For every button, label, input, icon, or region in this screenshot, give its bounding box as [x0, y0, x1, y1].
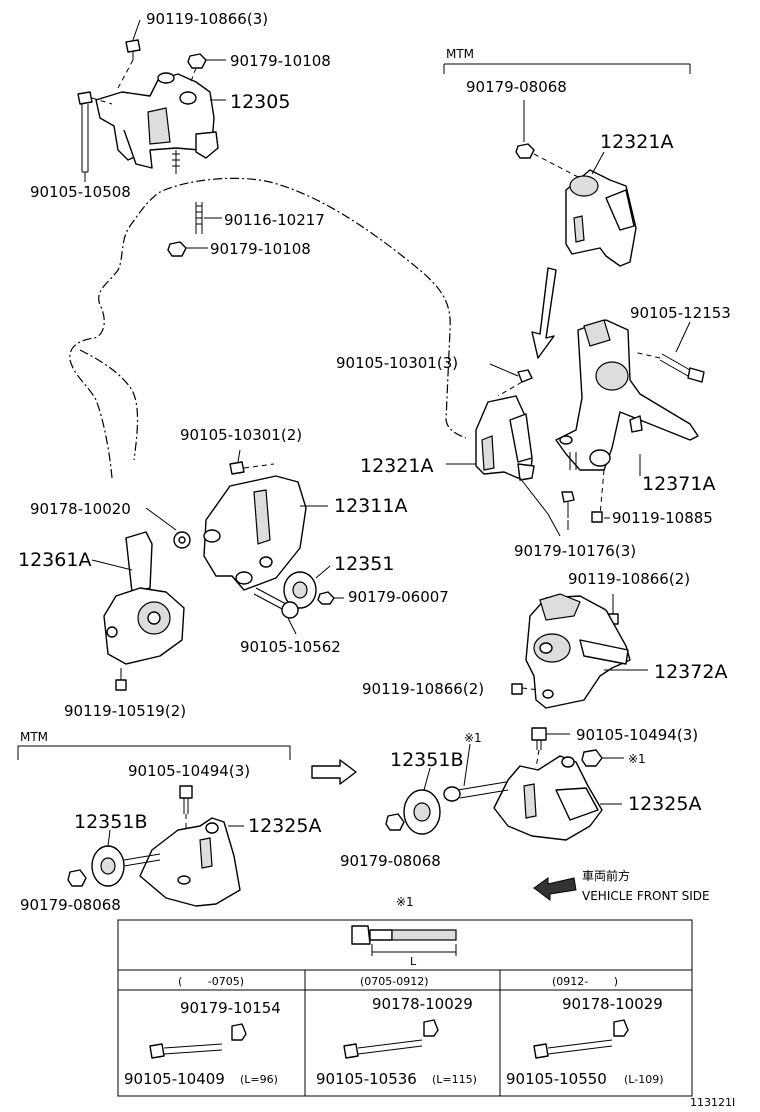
bolt-90119-10866-icon [125, 39, 141, 60]
nut-90179-08068-right-icon [385, 813, 405, 831]
length-label: L [410, 955, 417, 968]
variant-table [117, 919, 693, 1097]
label-90119-10866-2a: 90119-10866(2) [568, 570, 690, 588]
nut-90179-08068-left-icon [67, 869, 87, 887]
cushion-12351B-left [91, 845, 161, 887]
label-90119-10866-2b: 90119-10866(2) [362, 680, 484, 698]
col1-bolt-label: 90105-10409 [124, 1070, 225, 1088]
mount-12305 [95, 72, 219, 174]
label-12305: 12305 [230, 91, 290, 113]
bracket-12371A [555, 319, 699, 471]
label-12372A: 12372A [654, 661, 727, 683]
bolt-90105-10494-left-icon [179, 785, 193, 814]
label-90116-10217: 90116-10217 [224, 211, 325, 229]
label-90105-12153: 90105-12153 [630, 304, 731, 322]
label-90119-10866-3: 90119-10866(3) [146, 10, 268, 28]
label-90179-10176-3: 90179-10176(3) [514, 542, 636, 560]
label-12311A: 12311A [334, 495, 407, 517]
engine-outline [69, 177, 467, 479]
label-90178-10020: 90178-10020 [30, 500, 131, 518]
label-12351: 12351 [334, 553, 394, 575]
label-12321A-mid: 12321A [360, 455, 433, 477]
col2-nut-label: 90178-10029 [372, 995, 473, 1013]
nut-90179-10108-icon [187, 53, 207, 69]
bolt-90119-10866-2b-icon [511, 683, 523, 695]
mount-12361A [103, 531, 185, 665]
nut-90179-06007-icon [317, 591, 335, 605]
stud-90116-10217-icon [195, 202, 203, 234]
col2-parts-icon [343, 1019, 439, 1059]
label-90105-10301-3: 90105-10301(3) [336, 354, 458, 372]
label-90179-08068-top: 90179-08068 [466, 78, 567, 96]
bolt-90105-10562-icon [253, 587, 299, 619]
label-90179-10108-b: 90179-10108 [210, 240, 311, 258]
col1-nut-label: 90179-10154 [180, 999, 281, 1017]
col2-header: (0705-0912) [360, 975, 429, 988]
nut-90179-08068-top-icon [515, 143, 535, 159]
note-x1-b: ※1 [628, 752, 646, 766]
bracket-12311A [203, 475, 307, 591]
bolt-90119-10885-icon [591, 511, 603, 523]
label-90119-10885: 90119-10885 [612, 509, 713, 527]
label-90105-10562: 90105-10562 [240, 638, 341, 656]
nut-90179-10176-icon [561, 491, 575, 518]
bolt-90119-10519-icon [115, 679, 127, 691]
label-front-jp: 車両前方 [582, 868, 630, 883]
col3-header: (0912- ) [552, 975, 618, 988]
col1-length: (L=96) [240, 1073, 278, 1086]
label-12371A: 12371A [642, 473, 715, 495]
col2-bolt-label: 90105-10536 [316, 1070, 417, 1088]
col3-length: (L-109) [624, 1073, 663, 1086]
col1-parts-icon [149, 1023, 247, 1059]
figure-id: 113121I [690, 1096, 735, 1109]
label-mtm-top: MTM [446, 47, 474, 61]
bracket-12325A-right [493, 755, 603, 841]
label-90179-08068-right: 90179-08068 [340, 852, 441, 870]
label-90179-08068-left: 90179-08068 [20, 896, 121, 914]
label-90105-10494-3-left: 90105-10494(3) [128, 762, 250, 780]
note-x1-a: ※1 [464, 731, 482, 745]
nut-90179-10108-b-icon [167, 241, 187, 257]
col3-parts-icon [533, 1019, 629, 1059]
bolt-90105-10301-2-icon [229, 461, 245, 475]
label-90105-10508: 90105-10508 [30, 183, 131, 201]
nut-x1-icon [581, 749, 603, 767]
label-90105-10301-2: 90105-10301(2) [180, 426, 302, 444]
bolt-90105-12153-icon [659, 353, 705, 383]
bolt-90105-10301-3-icon [517, 369, 533, 383]
label-12321A-top: 12321A [600, 131, 673, 153]
engine-outline-inner [79, 349, 139, 461]
label-12351B-right: 12351B [390, 749, 463, 771]
table-title: ※1 [396, 895, 414, 909]
col3-bolt-label: 90105-10550 [506, 1070, 607, 1088]
label-12325A-left: 12325A [248, 815, 321, 837]
label-12325A-right: 12325A [628, 793, 701, 815]
bolt-90105-10508-icon [77, 91, 93, 173]
install-direction-arrow [531, 267, 557, 359]
col3-nut-label: 90178-10029 [562, 995, 663, 1013]
mtm-transition-arrow [311, 759, 357, 785]
col1-header: ( -0705) [178, 975, 244, 988]
mount-12372A [525, 593, 631, 709]
label-12361A: 12361A [18, 549, 91, 571]
bolt-length-drawing [351, 925, 457, 956]
bolt-90105-10494-right-icon [531, 727, 547, 750]
bracket-12325A-left [139, 817, 241, 907]
label-front-en: VEHICLE FRONT SIDE [582, 889, 710, 903]
nut-90178-10020-icon [173, 531, 191, 549]
label-90119-10519-2: 90119-10519(2) [64, 702, 186, 720]
cushion-12351B-right [403, 789, 441, 835]
bracket-12321A-top [565, 169, 637, 267]
label-mtm-bottom: MTM [20, 730, 48, 744]
vehicle-front-arrow-icon [533, 877, 577, 901]
label-90179-10108-a: 90179-10108 [230, 52, 331, 70]
bolt-x1-icon [443, 781, 509, 802]
label-90105-10494-3-right: 90105-10494(3) [576, 726, 698, 744]
cushion-12351 [283, 571, 317, 609]
col2-length: (L=115) [432, 1073, 477, 1086]
bracket-12321A-mid [475, 395, 535, 481]
label-90179-06007: 90179-06007 [348, 588, 449, 606]
label-12351B-left: 12351B [74, 811, 147, 833]
